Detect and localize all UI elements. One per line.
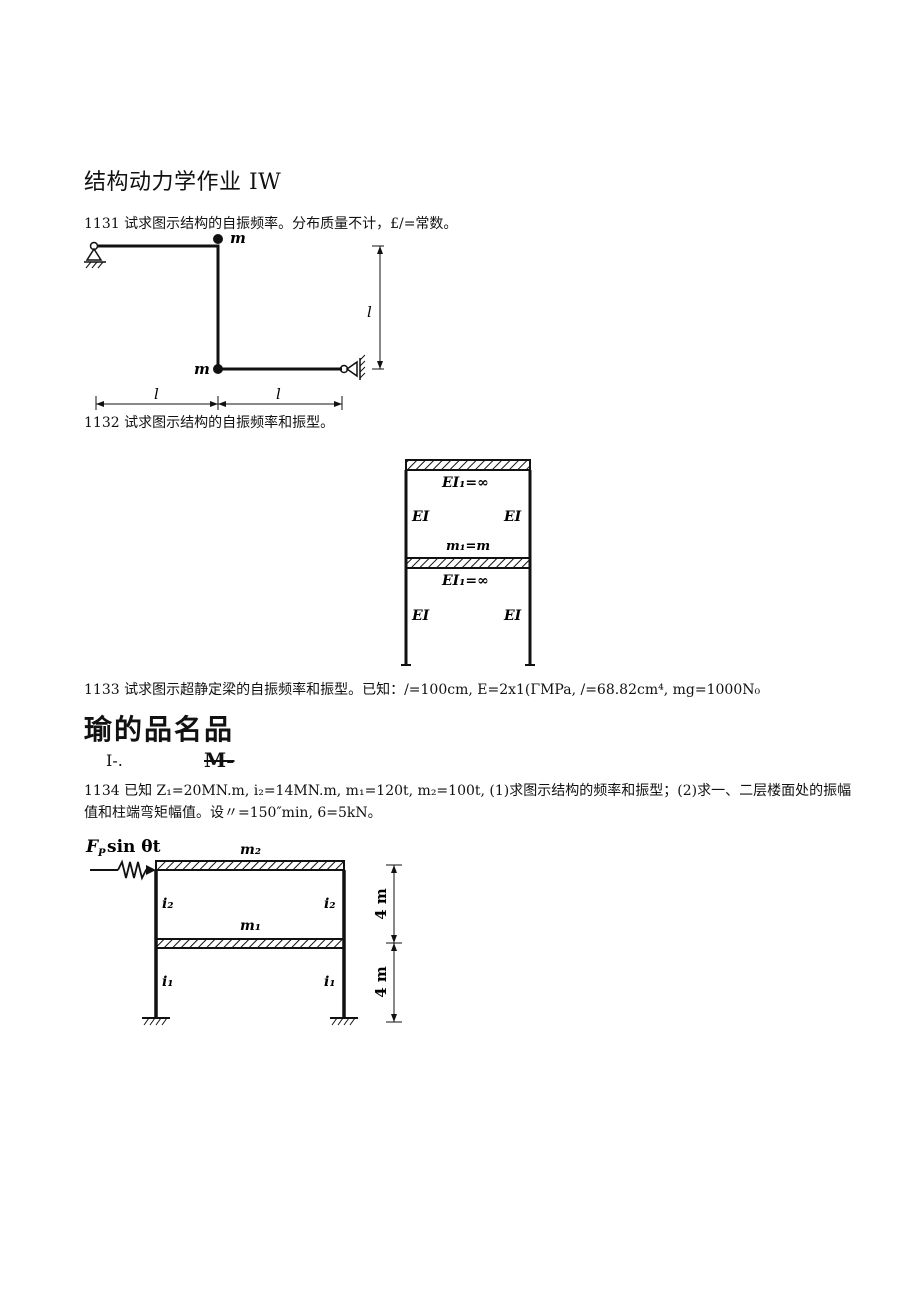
beam-bot-label: EI₁=∞: [441, 573, 489, 589]
first-floor: [155, 938, 345, 949]
m2-label: m₂: [240, 842, 261, 858]
fixed-support-right-icon: [330, 1017, 358, 1026]
problem-1134-text: 1134 已知 Z₁=20MN.m, i₂=14MN.m, m₁=120t, m…: [84, 783, 852, 821]
problem-1133-text: 1133 试求图示超静定梁的自振频率和振型。已知：/=100cm, E=2x1(…: [84, 682, 761, 698]
mass-top-icon: [213, 234, 223, 244]
pin-support-right-icon: [339, 354, 366, 380]
i2-left-label: i₂: [162, 896, 173, 912]
garbled-heading: 瑜的品名品: [84, 713, 235, 746]
frame-members: [98, 244, 342, 371]
height-top-label: 4 m: [372, 888, 390, 920]
garbled-fragment-1: I-.: [106, 751, 123, 770]
figure-1131: m m l l l: [84, 234, 384, 410]
col-br-label: EI: [503, 608, 522, 624]
i1-right-label: i₁: [324, 974, 335, 990]
figure-1134: F P sin θt m₂ m₁ i₂ i₂ i₁ i₁ 4 m 4 m: [85, 837, 402, 1026]
top-floor: [155, 860, 345, 871]
m1-label: m₁: [240, 918, 261, 934]
span-left-label: l: [154, 385, 159, 403]
page-title: 结构动力学作业 IW: [84, 170, 282, 195]
fixed-support-left-icon: [142, 1017, 170, 1026]
height-label: l: [367, 303, 372, 321]
span-right-label: l: [276, 385, 281, 403]
problem-1132-text: 1132 试求图示结构的自振频率和振型。: [84, 415, 335, 431]
height-bottom-label: 4 m: [372, 966, 390, 998]
force-subscript: P: [97, 848, 106, 859]
pin-support-left-icon: [84, 241, 106, 269]
beam-top-label: EI₁=∞: [441, 475, 489, 491]
i2-right-label: i₂: [324, 896, 335, 912]
force-label: F: [85, 837, 100, 857]
col-tr-label: EI: [503, 509, 522, 525]
mass-top-label: m: [230, 234, 246, 247]
force-arrow-icon: [90, 859, 156, 881]
garbled-fragment-2: M-: [204, 748, 235, 772]
middle-beam: [405, 557, 531, 569]
col-bl-label: EI: [411, 608, 430, 624]
figure-1132: EI₁=∞ EI EI m₁=m EI₁=∞ EI EI: [401, 459, 535, 666]
mass-bottom-label: m: [194, 360, 210, 378]
mass-bottom-icon: [213, 364, 223, 374]
col-tl-label: EI: [411, 509, 430, 525]
mass-label: m₁=m: [446, 539, 490, 554]
force-rest-label: sin θt: [107, 837, 161, 857]
i1-left-label: i₁: [162, 974, 173, 990]
problem-1131-text: 1131 试求图示结构的自振频率。分布质量不计，£/=常数。: [84, 216, 458, 232]
top-beam: [405, 459, 531, 471]
